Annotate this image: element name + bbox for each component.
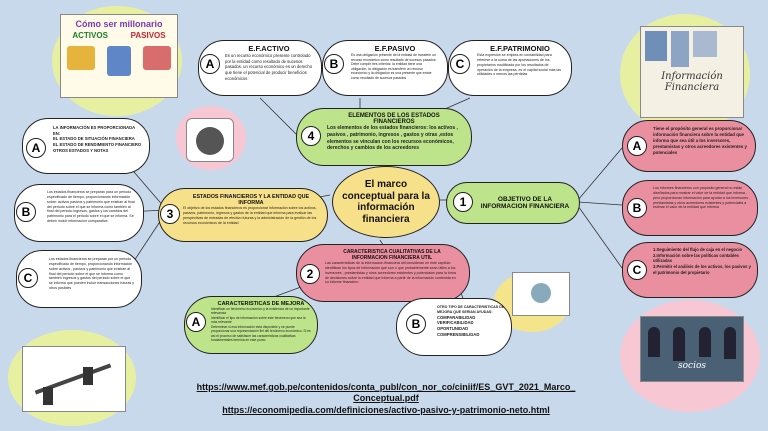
elementos-number: 4: [301, 126, 321, 146]
ef-pasivo-text: Es una obligación presente de la entidad…: [351, 53, 437, 80]
right-c-item: 1.Seguimiento del flujo de caja en el ne…: [653, 247, 743, 252]
right-b-letter: B: [627, 198, 647, 218]
info-financiera-caption: Información Financiera: [661, 71, 723, 93]
cualitativas-bubble: CARACTERISTICA CUALITATIVAS DE LA INFORM…: [296, 244, 470, 302]
mejora-letter: A: [186, 312, 206, 332]
ef-activo-text: Es un recurso económico presente control…: [225, 53, 313, 81]
millonario-title: Cómo ser millonario: [75, 19, 163, 29]
objetivo-number: 1: [453, 192, 473, 212]
sphere-picture: [186, 118, 234, 162]
elementos-text: Los elementos de los estados financieros…: [327, 125, 458, 152]
left-c-letter: C: [18, 268, 38, 288]
left-b-letter: B: [16, 202, 36, 222]
mejora-title: CARACTERISTICAS DE MEJORA: [217, 301, 305, 307]
ef-patrimonio-text: Esta expresión se emplea en contabilidad…: [477, 53, 562, 77]
reference-link[interactable]: https://economipedia.com/definiciones/ac…: [222, 404, 550, 415]
tipos-item: COMPARABILIDAD: [437, 314, 476, 320]
cualitativas-title: CARACTERISTICA CUALITATIVAS DE LA INFORM…: [343, 249, 441, 261]
mejora-item: Determinar si esa información está dispo…: [211, 324, 311, 343]
center-title: El marco conceptual para la información …: [342, 179, 430, 225]
mejora-item: Identificar el tipo de información sobre…: [211, 315, 306, 325]
ef-pasivo-letter: B: [324, 54, 344, 74]
entidad-text: El objetivo de los estados financieros e…: [183, 206, 317, 225]
reference-links: https://www.mef.gob.pe/contenidos/conta_…: [196, 382, 576, 416]
elementos-title: ELEMENTOS DE LOS ESTADOS FINANCIEROS: [348, 113, 440, 125]
right-b-text: Los informes financieros con propósito g…: [653, 186, 751, 210]
left-a-item: OTROS ESTADOS Y NOTAS: [53, 147, 109, 153]
cualitativas-text: Las características de la información fi…: [325, 261, 456, 285]
business-picture: [22, 346, 126, 412]
socios-caption: socios: [678, 361, 706, 371]
ef-patrimonio-letter: C: [450, 54, 470, 74]
elementos-bubble: ELEMENTOS DE LOS ESTADOS FINANCIEROS Los…: [296, 108, 472, 166]
info-financiera-picture: Información Financiera: [640, 26, 744, 118]
tipos-title: OTRO TIPO DE CARACTERISTICAS DE MEJORA Q…: [437, 305, 505, 314]
left-b-bubble: Los estados financieros se preparan para…: [14, 184, 144, 242]
left-b-text: Los estados financieros se preparan para…: [47, 190, 135, 224]
right-a-text: Tiene el propósito general es proporcion…: [653, 126, 747, 155]
ef-activo-letter: A: [200, 54, 220, 74]
tipos-letter: B: [406, 314, 426, 334]
tipos-item: COMPRENSIBILIDAD: [437, 331, 480, 337]
socios-picture: socios: [640, 316, 744, 382]
center-bubble: El marco conceptual para la información …: [332, 166, 440, 238]
tipos-item: VERIFICABILIDAD: [437, 320, 474, 326]
left-a-item: EL ESTADO DE SITUACIÓN FINANCIERA: [53, 136, 135, 142]
right-a-letter: A: [627, 136, 647, 156]
left-a-item: EL ESTADO DE RENDIMIENTO FINANCIERO: [53, 142, 142, 148]
ef-patrimonio-title: E.F.PATRIMONIO: [490, 44, 550, 53]
left-a-letter: A: [26, 138, 46, 158]
mejora-bubble: CARACTERISTICAS DE MEJORA Identificar un…: [184, 296, 318, 354]
ef-activo-title: E.F.ACTIVO: [248, 44, 290, 53]
reference-link[interactable]: https://www.mef.gob.pe/contenidos/conta_…: [196, 382, 576, 404]
activos-label: ACTIVOS: [72, 31, 108, 40]
pasivos-label: PASIVOS: [130, 31, 166, 40]
mejora-item: Identificar un fenómeno económico y la e…: [211, 307, 310, 316]
right-c-item: 3.Permitir el análisis de los activos, l…: [653, 264, 751, 275]
left-a-item: LA INFORMACIÓN ES PROPORCIONADA EN:: [53, 125, 136, 136]
right-c-item: 2.Información sobre las políticas contab…: [653, 252, 739, 264]
right-c-letter: C: [627, 260, 647, 280]
entidad-title: ESTADOS FINANCIEROS Y LA ENTIDAD QUE INF…: [192, 194, 310, 206]
entidad-number: 3: [160, 204, 180, 224]
tipos-item: OPORTUNIDAD: [437, 326, 469, 332]
entidad-bubble: ESTADOS FINANCIEROS Y LA ENTIDAD QUE INF…: [158, 188, 328, 242]
people-picture: [512, 272, 570, 316]
millonario-picture: Cómo ser millonario ACTIVOS PASIVOS: [60, 14, 178, 98]
cualitativas-number: 2: [300, 264, 320, 284]
ef-pasivo-title: E.F.PASIVO: [374, 44, 416, 53]
left-c-text: Los estados financieros se preparan por …: [49, 257, 135, 291]
objetivo-title: OBJETIVO DE LA INFORMACION FINANCIERA: [480, 196, 570, 210]
